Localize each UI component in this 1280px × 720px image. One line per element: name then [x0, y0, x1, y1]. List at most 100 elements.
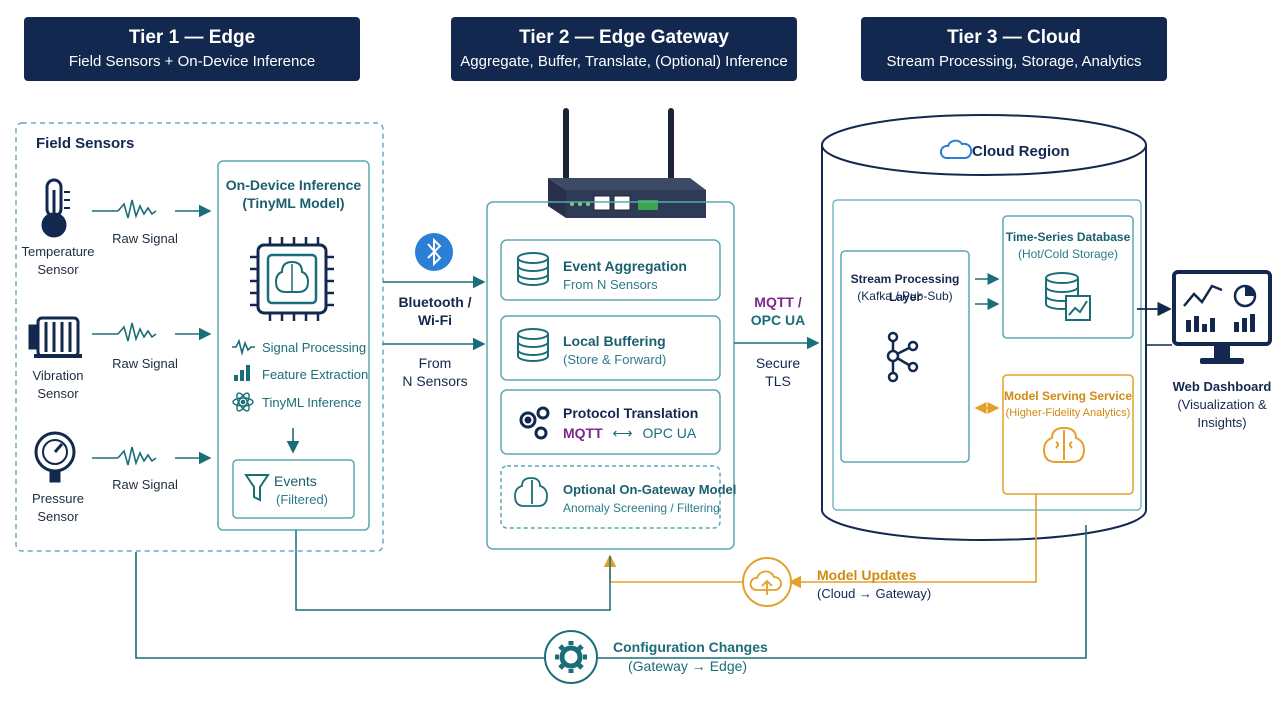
- stream-processing-sub: (Kafka / Pub-Sub): [857, 289, 953, 303]
- model-serving-title: Model Serving Service: [1003, 389, 1133, 403]
- chip-brain-icon: [250, 237, 334, 321]
- atom-icon: [232, 392, 254, 412]
- bluetooth-wifi-label: Bluetooth / Wi-Fi: [388, 293, 482, 329]
- tier-1-subtitle: Field Sensors + On-Device Inference: [68, 53, 316, 70]
- local-buffering-card: [500, 315, 721, 381]
- raw-signal-label: Raw Signal: [112, 356, 178, 371]
- motor-icon: [28, 316, 82, 358]
- model-serving-box: [1002, 374, 1134, 495]
- pressure-gauge-icon: [34, 431, 76, 483]
- config-changes-title: Configuration Changes: [613, 639, 768, 655]
- field-sensors-container: [15, 122, 384, 552]
- bluetooth-icon: [415, 233, 453, 271]
- secure-line2: TLS: [765, 373, 791, 389]
- event-aggregation-title: Event Aggregation: [563, 258, 687, 274]
- from-line2: N Sensors: [402, 373, 468, 389]
- mqtt-opcua-label: MQTT / OPC UA: [740, 293, 816, 329]
- tier-3-header: Tier 3 — Cloud Stream Processing, Storag…: [861, 17, 1167, 81]
- sensor-name-line2: Sensor: [37, 386, 79, 401]
- gear-icon: [544, 630, 598, 684]
- database-icon: [517, 328, 549, 362]
- database-icon: [517, 252, 549, 286]
- mqtt-label: MQTT: [563, 425, 603, 441]
- pressure-sensor-label: Pressure Sensor: [18, 490, 98, 526]
- model-serving-sub: (Higher-Fidelity Analytics): [1005, 407, 1131, 419]
- events-title: Events: [274, 473, 317, 489]
- dashboard-sub-line2: Insights): [1197, 415, 1247, 430]
- tsdb-title: Time-Series Database: [1005, 230, 1131, 244]
- on-gateway-model-title: Optional On-Gateway Model: [563, 482, 737, 497]
- kafka-icon: [886, 331, 919, 383]
- on-device-title-line2: (TinyML Model): [242, 195, 345, 211]
- raw-signal-label: Raw Signal: [112, 477, 178, 492]
- filter-icon: [244, 474, 270, 502]
- tier-3-title: Tier 3 — Cloud: [947, 27, 1081, 48]
- dashboard-title: Web Dashboard: [1172, 379, 1272, 394]
- events-subtitle: (Filtered): [276, 492, 329, 507]
- from-n-sensors-label: From N Sensors: [388, 354, 482, 390]
- tsdb-box: [1002, 215, 1134, 339]
- sensor-name-line1: Vibration: [32, 368, 84, 383]
- model-updates-title: Model Updates: [817, 567, 917, 583]
- raw-signal-label: Raw Signal: [112, 231, 178, 246]
- local-buffering-sub: (Store & Forward): [563, 352, 667, 367]
- web-dashboard-label: Web Dashboard (Visualization & Insights): [1170, 378, 1274, 432]
- protocol-translation-title: Protocol Translation: [563, 405, 699, 421]
- opc-ua-label: OPC UA: [642, 425, 697, 441]
- sensor-name-line2: Sensor: [37, 262, 79, 277]
- monitor-dashboard-icon: [1172, 270, 1272, 364]
- config-changes-sub: (Gateway → Edge): [628, 658, 748, 674]
- on-device-inference-box: [217, 160, 370, 531]
- vibration-sensor-label: Vibration Sensor: [18, 367, 98, 403]
- gears-icon: [519, 406, 550, 440]
- event-aggregation-card: [500, 239, 721, 301]
- model-updates-sub: (Cloud → Gateway): [817, 586, 932, 601]
- thermometer-icon: [41, 178, 70, 238]
- event-aggregation-sub: From N Sensors: [563, 277, 658, 292]
- gateway-container: [486, 201, 735, 550]
- stream-processing-box: [840, 250, 970, 463]
- sensor-name-line2: Sensor: [37, 509, 79, 524]
- on-device-title: On-Device Inference (TinyML Model): [218, 176, 369, 212]
- cloud-icon: [939, 139, 973, 159]
- protocol-line2: Wi-Fi: [417, 312, 453, 328]
- step-tinyml-inference: TinyML Inference: [262, 395, 362, 410]
- protocol-translation-sub: MQTT ⟷ OPC UA: [563, 424, 696, 442]
- router-icon: [548, 108, 706, 218]
- from-line1: From: [418, 355, 452, 371]
- on-gateway-model-sub: Anomaly Screening / Filtering: [563, 501, 720, 515]
- tsdb-sub: (Hot/Cold Storage): [1017, 247, 1119, 261]
- local-buffering-title: Local Buffering: [563, 333, 666, 349]
- waveform-icon: [232, 338, 255, 357]
- on-gateway-model-card: [500, 465, 721, 529]
- bidirectional-arrow-icon: ⟷: [612, 425, 633, 441]
- cloud-region-title: Cloud Region: [972, 143, 1070, 160]
- tier-1-title: Tier 1 — Edge: [128, 27, 256, 48]
- temperature-sensor-label: Temperature Sensor: [18, 243, 98, 279]
- tier-2-header: Tier 2 — Edge Gateway Aggregate, Buffer,…: [451, 17, 797, 81]
- step-feature-extraction: Feature Extraction: [262, 367, 369, 382]
- protocol-translation-card: [500, 389, 721, 455]
- step-signal-processing: Signal Processing: [262, 340, 367, 355]
- stream-processing-title: Stream Processing Layer: [850, 272, 960, 304]
- bar-chart-icon: [234, 365, 250, 381]
- tier-2-title: Tier 2 — Edge Gateway: [519, 27, 729, 48]
- brain-icon: [514, 477, 548, 507]
- protocol-line2: OPC UA: [750, 312, 806, 328]
- on-device-title-line1: On-Device Inference: [225, 177, 362, 193]
- cloud-inner-panel: [832, 199, 1142, 511]
- field-sensors-title: Field Sensors: [36, 135, 135, 152]
- protocol-line1: MQTT /: [754, 294, 802, 310]
- brain-icon: [1042, 426, 1086, 463]
- sensor-name-line1: Pressure: [31, 491, 85, 506]
- tier-1-header: Tier 1 — Edge Field Sensors + On-Device …: [24, 17, 360, 81]
- database-chart-icon: [1045, 272, 1091, 321]
- secure-tls-label: Secure TLS: [740, 354, 816, 390]
- tier-3-subtitle: Stream Processing, Storage, Analytics: [886, 53, 1142, 70]
- protocol-line1: Bluetooth /: [398, 294, 472, 310]
- tier-2-subtitle: Aggregate, Buffer, Translate, (Optional)…: [460, 53, 788, 70]
- cloud-upload-icon: [742, 557, 792, 607]
- sensor-name-line1: Temperature: [21, 244, 95, 259]
- dashboard-sub-line1: (Visualization &: [1177, 397, 1267, 412]
